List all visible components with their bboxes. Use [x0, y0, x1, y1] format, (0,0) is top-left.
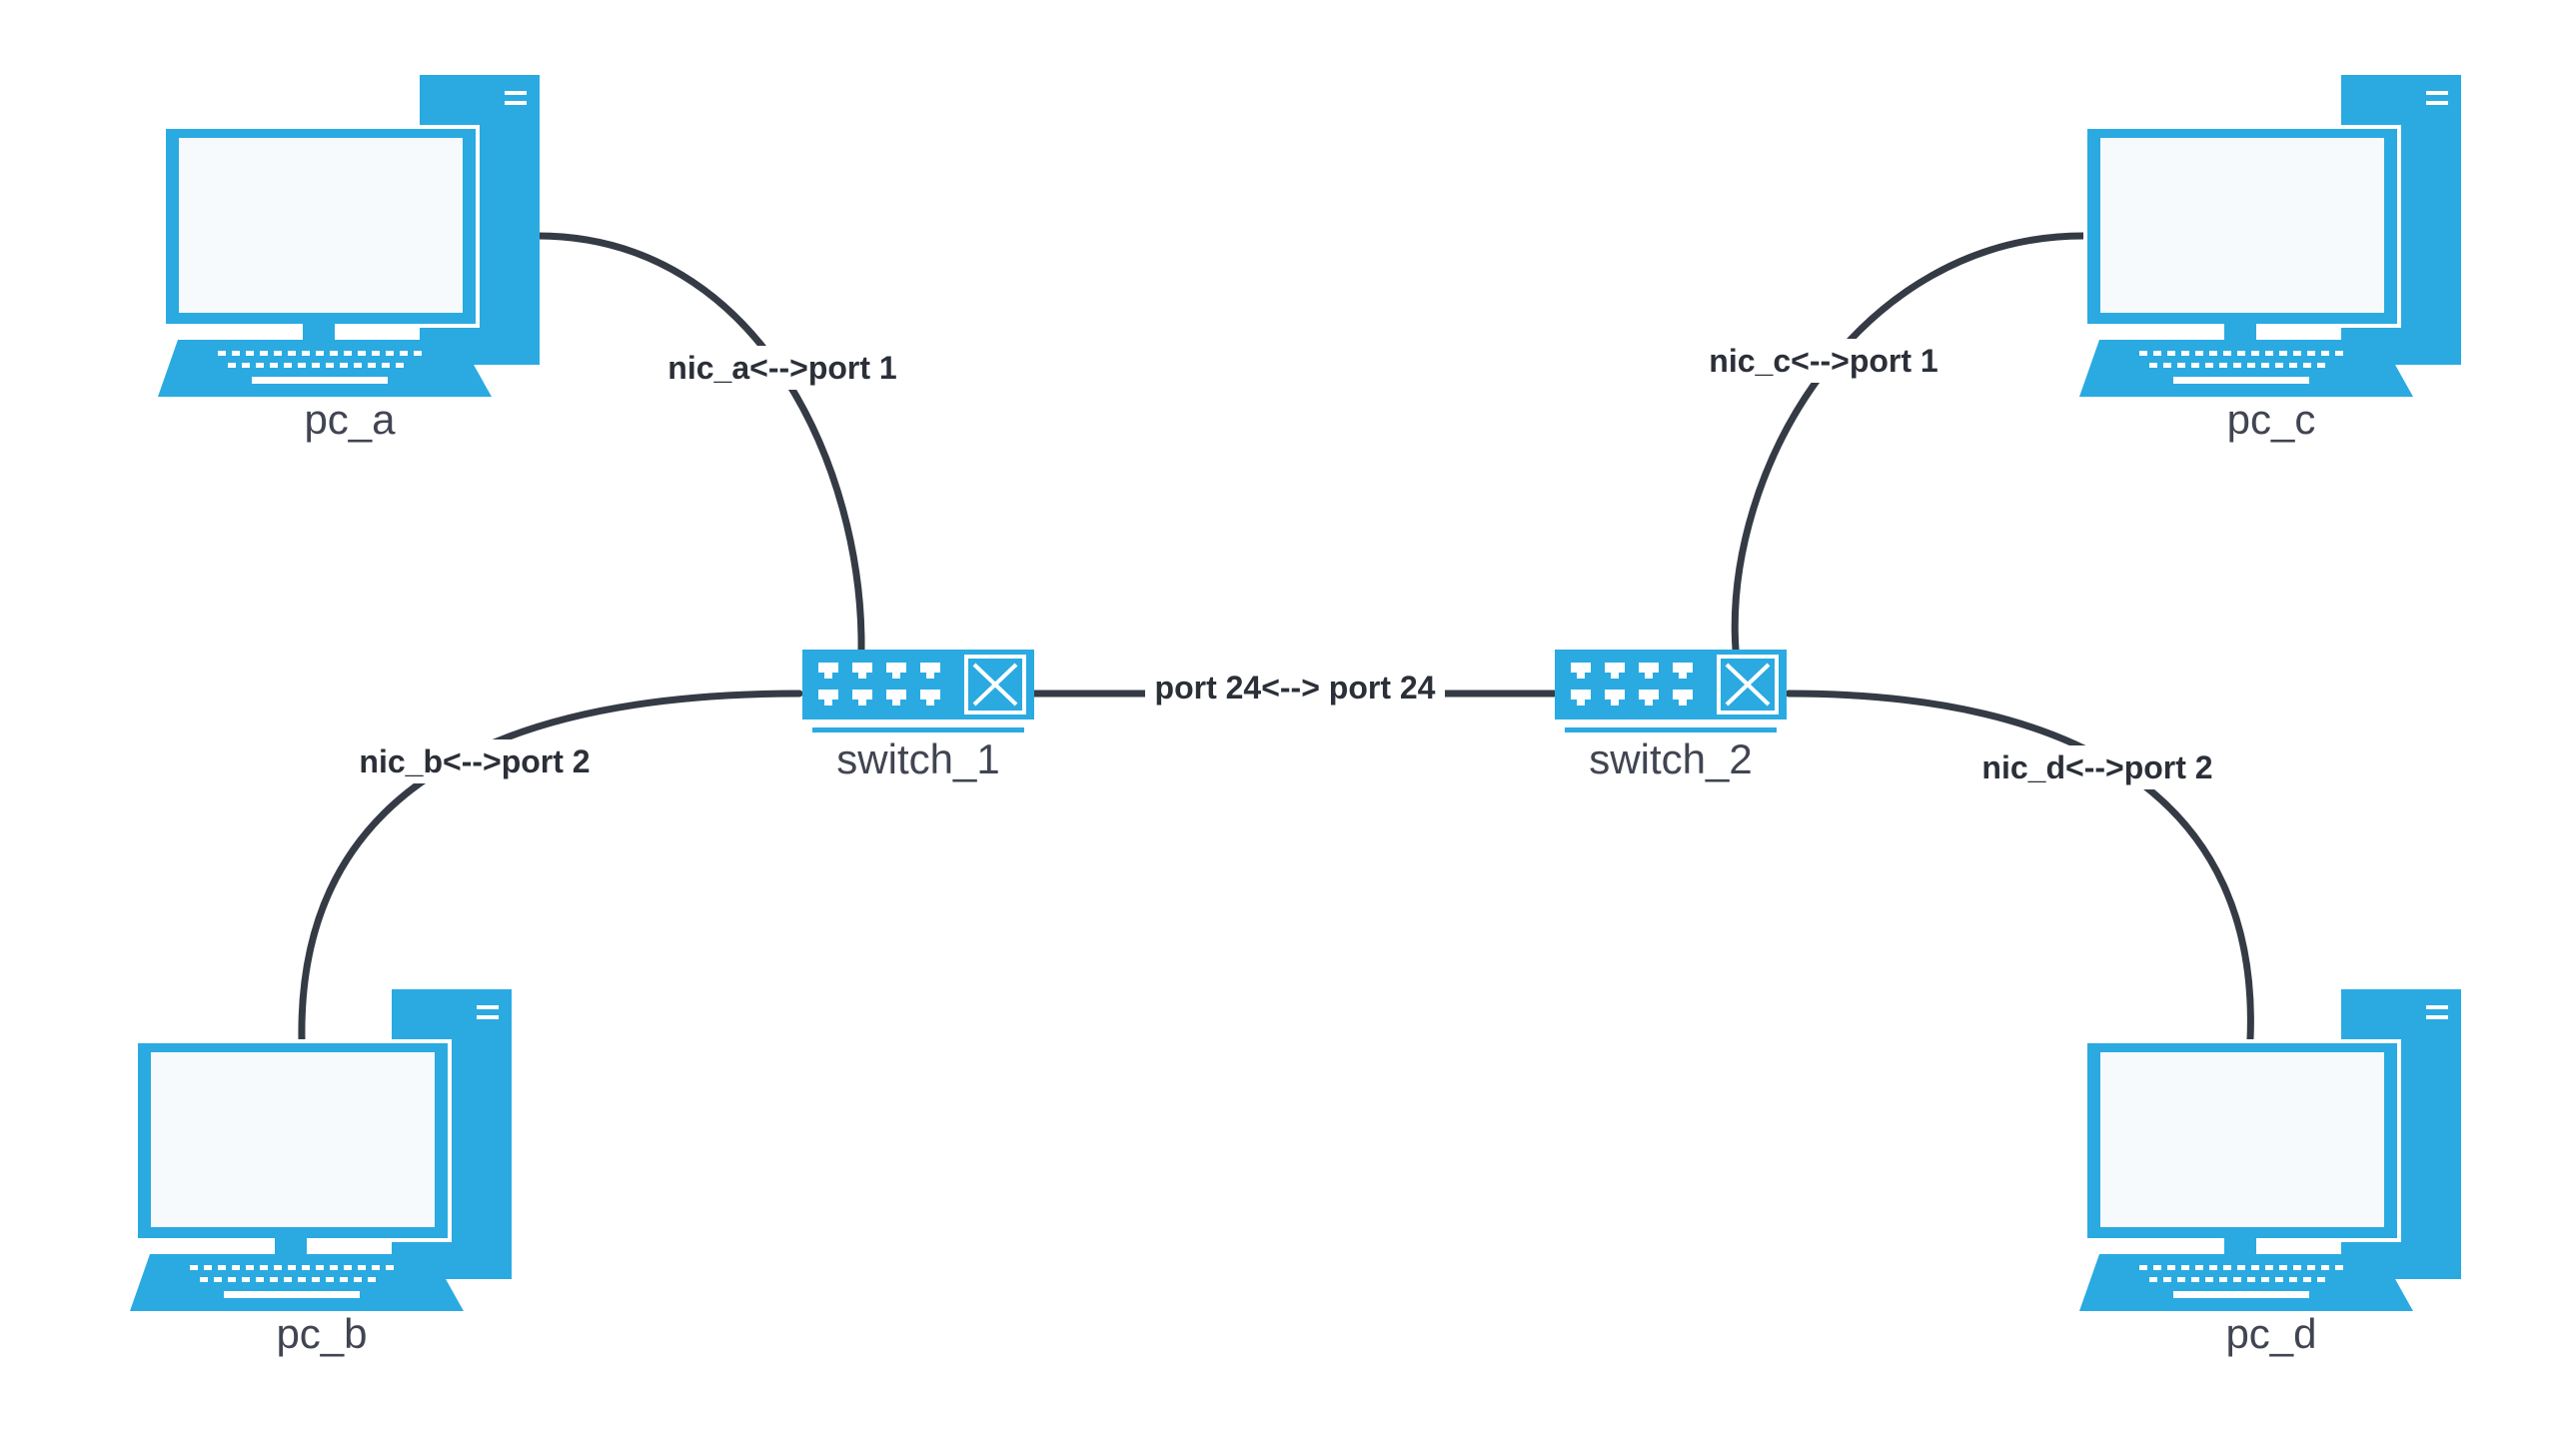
link-pc-a-switch-1	[534, 232, 865, 654]
node-pc-a[interactable]: pc_a	[158, 75, 540, 443]
link-label-pc-a-switch-1: nic_a<-->port 1	[657, 346, 907, 390]
link-label-pc-c-switch-2: nic_c<-->port 1	[1699, 339, 1948, 383]
node-label: pc_c	[2227, 396, 2316, 443]
link-label-text: nic_b<-->port 2	[359, 743, 590, 779]
link-pc-d-switch-2	[1785, 690, 2254, 1043]
link-label-text: port 24<--> port 24	[1155, 670, 1436, 706]
link-label-pc-b-switch-1: nic_b<-->port 2	[350, 739, 600, 783]
node-label: pc_d	[2225, 1310, 2316, 1357]
desktop-computer-icon	[130, 989, 512, 1311]
node-pc-b[interactable]: pc_b	[130, 989, 512, 1357]
link-labels: nic_a<-->port 1 nic_b<-->port 2 port 24<…	[350, 339, 2222, 789]
links	[298, 232, 2254, 1043]
desktop-computer-icon	[158, 75, 540, 397]
link-label-switch-1-switch-2: port 24<--> port 24	[1145, 666, 1445, 710]
node-pc-d[interactable]: pc_d	[2079, 989, 2461, 1357]
node-label: switch_2	[1589, 735, 1752, 782]
link-label-pc-d-switch-2: nic_d<-->port 2	[1972, 745, 2222, 789]
node-label: pc_a	[304, 396, 396, 443]
desktop-computer-icon	[2079, 989, 2461, 1311]
node-pc-c[interactable]: pc_c	[2079, 75, 2461, 443]
node-switch-2[interactable]: switch_2	[1553, 648, 1789, 782]
link-label-text: nic_d<-->port 2	[1981, 749, 2212, 785]
network-switch-icon	[800, 648, 1036, 734]
link-label-text: nic_a<-->port 1	[667, 350, 896, 386]
node-label: switch_1	[836, 735, 999, 782]
desktop-computer-icon	[2079, 75, 2461, 397]
node-switch-1[interactable]: switch_1	[800, 648, 1036, 782]
link-label-text: nic_c<-->port 1	[1709, 343, 1937, 379]
link-pc-c-switch-2	[1731, 232, 2087, 654]
node-label: pc_b	[276, 1310, 367, 1357]
network-switch-icon	[1553, 648, 1789, 734]
